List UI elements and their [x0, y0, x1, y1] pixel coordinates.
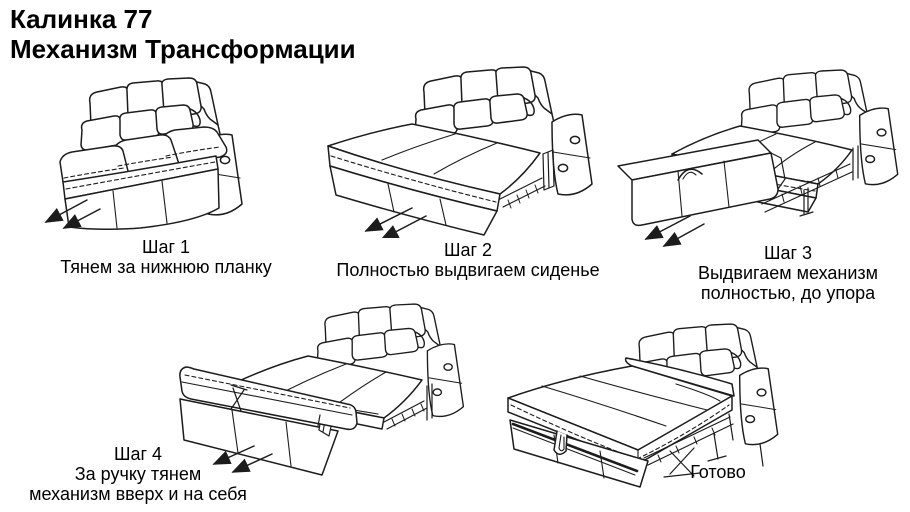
step-caption: механизм вверх и на себя: [29, 484, 247, 504]
caption-step-2: Шаг 2 Полностью выдвигаем сиденье: [318, 240, 618, 280]
step-label: Шаг 3: [763, 243, 813, 263]
figure-step-4-unfolding-bed: [179, 303, 465, 476]
figure-step-3-mechanism-extended: [617, 69, 899, 247]
pull-arrows-icon: [364, 207, 427, 238]
step-label: Шаг 4: [113, 444, 163, 464]
title-line-1: Калинка 77: [10, 4, 153, 34]
step-caption: Выдвигаем механизм: [697, 263, 879, 283]
step-caption: полностью, до упора: [700, 283, 876, 303]
step-label: Шаг 2: [443, 240, 493, 260]
caption-step-4: Шаг 4 За ручку тянем механизм вверх и на…: [28, 444, 248, 504]
step-caption: За ручку тянем: [74, 464, 202, 484]
document-title: Калинка 77 Механизм Трансформации: [10, 4, 356, 64]
figure-step-1-closed-sofa: [44, 77, 243, 231]
pull-arrows-icon: [644, 215, 705, 247]
pull-arrows-icon: [212, 445, 273, 473]
title-line-2: Механизм Трансформации: [10, 34, 356, 64]
pull-arrows-icon: [44, 199, 101, 229]
step-caption: Тянем за нижнюю планку: [60, 257, 272, 277]
step-label: Готово: [690, 462, 746, 482]
step-label: Шаг 1: [141, 237, 191, 257]
figure-final-bed-ready: [507, 323, 779, 488]
caption-step-3: Шаг 3 Выдвигаем механизм полностью, до у…: [638, 243, 910, 303]
step-caption: Полностью выдвигаем сиденье: [336, 260, 600, 280]
figure-step-2-seat-extended: [327, 66, 593, 238]
caption-final: Готово: [628, 462, 808, 482]
caption-step-1: Шаг 1 Тянем за нижнюю планку: [16, 237, 316, 277]
